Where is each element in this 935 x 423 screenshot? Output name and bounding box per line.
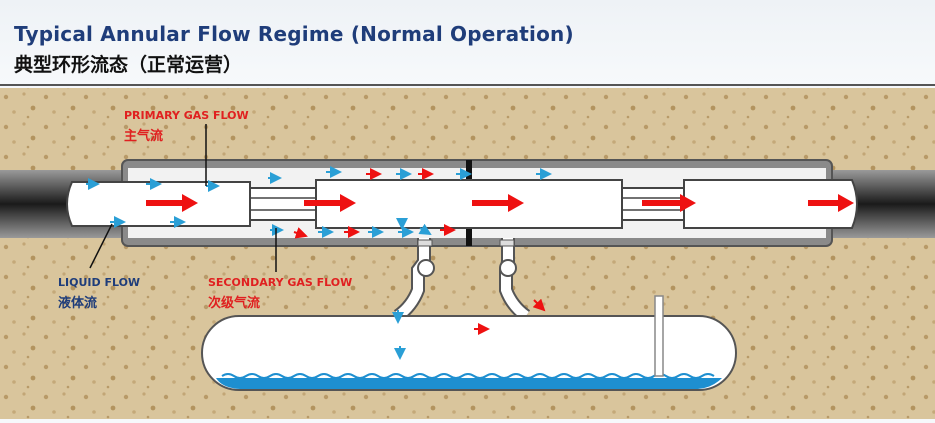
pipe-segment-3	[683, 179, 858, 229]
vent-pipe	[654, 295, 664, 377]
diagram-canvas	[0, 88, 935, 419]
secondary-gas-arrows	[293, 168, 546, 335]
gas-arrow	[304, 194, 356, 212]
gas-arrow	[472, 194, 524, 212]
leader-liquid-flow	[89, 223, 113, 269]
label-liquid-flow-zh: 液体流	[58, 296, 98, 311]
page-title-en: Typical Annular Flow Regime (Normal Oper…	[14, 22, 574, 46]
label-secondary-gas: SECONDARY GAS FLOW	[208, 276, 353, 289]
tank-liquid	[216, 378, 722, 389]
collection-tank	[201, 315, 737, 391]
gas-arrow	[642, 194, 696, 212]
flow-diagram: PRIMARY GAS FLOW 主气流 LIQUID FLOW 液体流 SEC…	[0, 86, 935, 419]
page-title-zh: 典型环形流态（正常运营）	[14, 54, 243, 76]
label-primary-gas-zh: 主气流	[124, 129, 164, 144]
gas-arrow	[146, 194, 198, 212]
label-primary-gas: PRIMARY GAS FLOW	[124, 109, 249, 122]
label-liquid-flow: LIQUID FLOW	[58, 276, 141, 289]
primary-gas-arrows	[146, 194, 854, 212]
liquid-flow-arrows	[86, 166, 552, 360]
header-bar	[0, 0, 935, 84]
header-divider	[0, 84, 935, 86]
label-secondary-gas-zh: 次级气流	[208, 296, 261, 311]
drain-valve-right	[499, 259, 517, 277]
drain-valve-left	[417, 259, 435, 277]
pipe-segment-2	[315, 179, 623, 229]
gas-arrow	[808, 194, 854, 212]
